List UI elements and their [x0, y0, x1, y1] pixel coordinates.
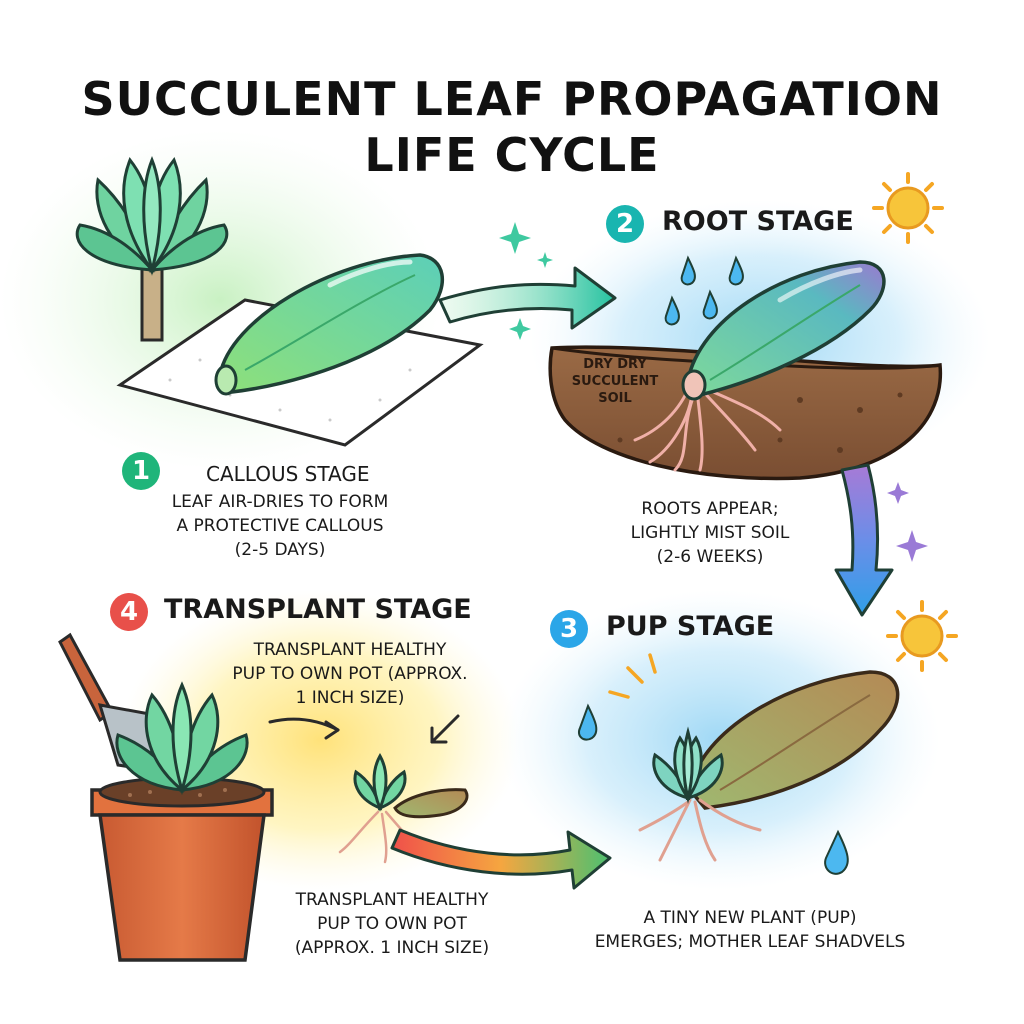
stage3-desc-line: A TINY NEW PLANT (PUP)	[643, 908, 857, 928]
stage1-badge: 1	[122, 452, 160, 490]
soil-label: DRY DRY SUCCULENT SOIL	[560, 356, 670, 407]
pup-leaf	[688, 670, 900, 810]
stage4-desc-bottom: TRANSPLANT HEALTHY PUP TO OWN POT (APPRO…	[262, 888, 522, 960]
stage1-desc-line: A PROTECTIVE CALLOUS	[176, 516, 384, 536]
page-title-line2: LIFE CYCLE	[364, 128, 660, 182]
stage2-title: ROOT STAGE	[662, 206, 854, 237]
stage1-desc: LEAF AIR-DRIES TO FORM A PROTECTIVE CALL…	[150, 490, 410, 562]
stage2-desc-line: (2-6 WEEKS)	[656, 547, 764, 567]
stage4-desc-bottom-line: TRANSPLANT HEALTHY	[295, 890, 489, 910]
stage2-desc-line: LIGHTLY MIST SOIL	[630, 523, 790, 543]
transplant-pup	[338, 752, 469, 864]
stage2-desc: ROOTS APPEAR; LIGHTLY MIST SOIL (2-6 WEE…	[600, 497, 820, 569]
flow-arrow-1	[438, 266, 617, 330]
mother-plant	[75, 155, 229, 342]
page-title-line1: SUCCULENT LEAF PROPAGATION	[81, 72, 943, 126]
stage4-desc-top-line: 1 INCH SIZE)	[295, 688, 405, 708]
stage2-badge: 2	[606, 205, 644, 243]
stage1-desc-line: (2-5 DAYS)	[234, 540, 326, 560]
emerge-lines	[608, 653, 657, 699]
callous-leaf	[214, 253, 445, 396]
flow-arrow-3	[390, 828, 612, 890]
stage4-title: TRANSPLANT STAGE	[164, 594, 472, 625]
stage1-desc-line: LEAF AIR-DRIES TO FORM	[171, 492, 389, 512]
stage3-desc: A TINY NEW PLANT (PUP) EMERGES; MOTHER L…	[560, 906, 940, 954]
sparkle-icon	[887, 482, 928, 562]
sun-icon	[872, 172, 944, 244]
stage4-desc-top-line: PUP TO OWN POT (APPROX.	[232, 664, 468, 684]
water-drop-icon	[664, 255, 744, 326]
stage3-badge: 3	[550, 610, 588, 648]
roots-stage3	[638, 798, 762, 862]
pup-rosette	[652, 726, 724, 804]
stage3-desc-line: EMERGES; MOTHER LEAF SHADVELS	[594, 932, 906, 952]
stage4-desc-top-line: TRANSPLANT HEALTHY	[253, 640, 447, 660]
sun-icon	[886, 600, 958, 672]
sparkle-icon	[499, 222, 553, 340]
stage3-title: PUP STAGE	[606, 611, 775, 642]
stage2-desc-line: ROOTS APPEAR;	[641, 499, 779, 519]
soil-label-line: DRY DRY	[583, 357, 647, 372]
root-leaf	[681, 260, 886, 401]
stage4-desc-bottom-line: (APPROX. 1 INCH SIZE)	[294, 938, 490, 958]
stage4-desc-bottom-line: PUP TO OWN POT	[317, 914, 467, 934]
water-drop-icon	[578, 703, 849, 875]
soil-label-line: SUCCULENT	[571, 374, 659, 389]
potted-succulent	[115, 681, 249, 796]
flow-arrow-2	[834, 463, 894, 617]
pointer-arrows	[268, 714, 460, 744]
stage4-badge: 4	[110, 593, 148, 631]
stage4-desc-top: TRANSPLANT HEALTHY PUP TO OWN POT (APPRO…	[200, 638, 500, 710]
pot	[90, 776, 274, 962]
stage1-title: CALLOUS STAGE	[206, 462, 370, 486]
soil-label-line: SOIL	[598, 391, 632, 406]
